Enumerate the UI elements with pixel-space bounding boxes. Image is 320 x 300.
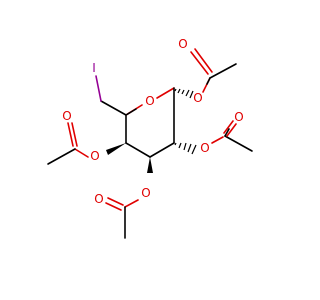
c3-wedge-bond	[147, 157, 153, 173]
bond-carbonyl-double-a	[67, 122, 74, 147]
ring-bond-c5-o5-dark	[125, 108, 137, 116]
c4-oxygen-label: O	[90, 149, 99, 163]
ring-bond-c3-c4	[125, 142, 151, 158]
bond-carbonyl-methyl	[224, 135, 253, 152]
bond-o1-carbonyl-carbon-dark	[206, 77, 211, 85]
bond-c5-c6	[100, 100, 127, 116]
bond-carbonyl-methyl	[47, 148, 76, 165]
bond-carbonyl-double-b	[226, 123, 237, 137]
c1-hashed-bond	[174, 88, 194, 99]
bond-carbonyl-double-a	[223, 120, 234, 134]
bond-carbonyl-double-a	[107, 197, 124, 206]
bond-o3-carbonyl-carbon	[124, 199, 139, 208]
bond-carbonyl-methyl	[209, 63, 237, 79]
c3-carbonyl-oxygen-label: O	[94, 192, 103, 206]
bond-carbonyl-double-dark	[224, 128, 230, 137]
bond-carbonyl-double-b	[105, 202, 122, 211]
c2-acetate-group	[174, 120, 253, 155]
iodomethyl-group	[95, 75, 127, 116]
ring-bond-c2-c3	[149, 142, 175, 158]
iodine-atom-label: I	[92, 61, 96, 75]
c2-hashed-bond	[174, 142, 197, 155]
ring-oxygen-label: O	[145, 94, 154, 108]
c4-wedge-bond	[106, 143, 126, 155]
c1-carbonyl-oxygen-label: O	[178, 37, 187, 51]
c4-acetate-group	[47, 122, 126, 165]
bond-o2-carbonyl-carbon	[211, 136, 224, 144]
bond-carbonyl-double-b	[194, 48, 213, 73]
c3-acetate-group	[105, 157, 153, 239]
c2-oxygen-label: O	[200, 141, 209, 155]
c2-carbonyl-oxygen-label: O	[234, 110, 243, 124]
bond-c6-iodine	[95, 75, 102, 102]
molecule-structure: I O O O O O O O O O	[47, 37, 253, 239]
c4-carbonyl-oxygen-label: O	[62, 109, 71, 123]
bond-carbonyl-double-a	[190, 51, 209, 75]
bond-o4-carbonyl-carbon	[74, 148, 89, 158]
ring-bond-o5-c1	[156, 87, 175, 99]
c1-oxygen-label: O	[193, 91, 202, 105]
bond-carbonyl-double-b	[71, 122, 78, 147]
atom-labels: I O O O O O O O O O	[62, 37, 243, 206]
pyranose-ring	[125, 87, 175, 158]
c3-oxygen-label: O	[141, 186, 150, 200]
c1-acetate-group	[174, 48, 237, 99]
